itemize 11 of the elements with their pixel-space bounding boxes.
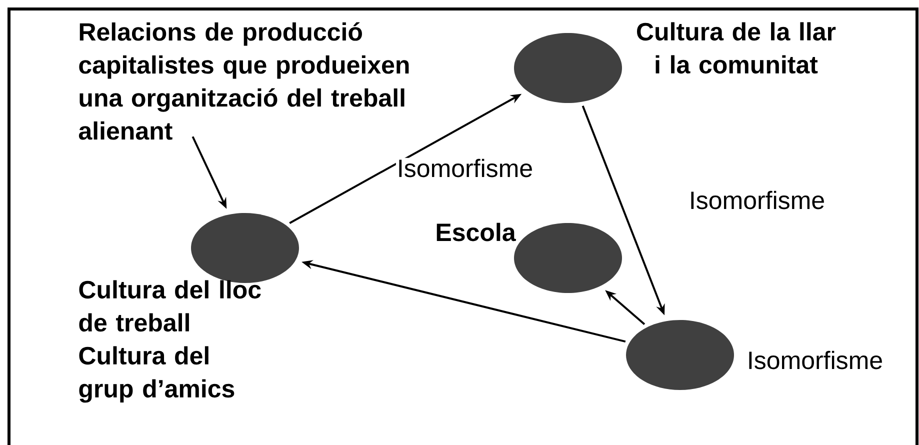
node-label: Cultura del grup d’amics — [79, 346, 234, 403]
node-label: Escola — [436, 222, 516, 242]
edge-label: Isomorfisme — [691, 190, 824, 210]
node-label: Cultura de la llar i la comunitat — [637, 22, 836, 74]
text-label: Relacions de producció capitalistes que produeixen una organització del treball alienant — [78, 22, 409, 140]
ellipse — [514, 33, 622, 103]
ellipse — [514, 223, 622, 293]
ellipse — [626, 320, 734, 390]
edge-label: Isomorfisme — [399, 158, 532, 178]
node-label: Isomorfisme — [749, 350, 882, 370]
node-label: Cultura del lloc de treball — [79, 280, 261, 332]
